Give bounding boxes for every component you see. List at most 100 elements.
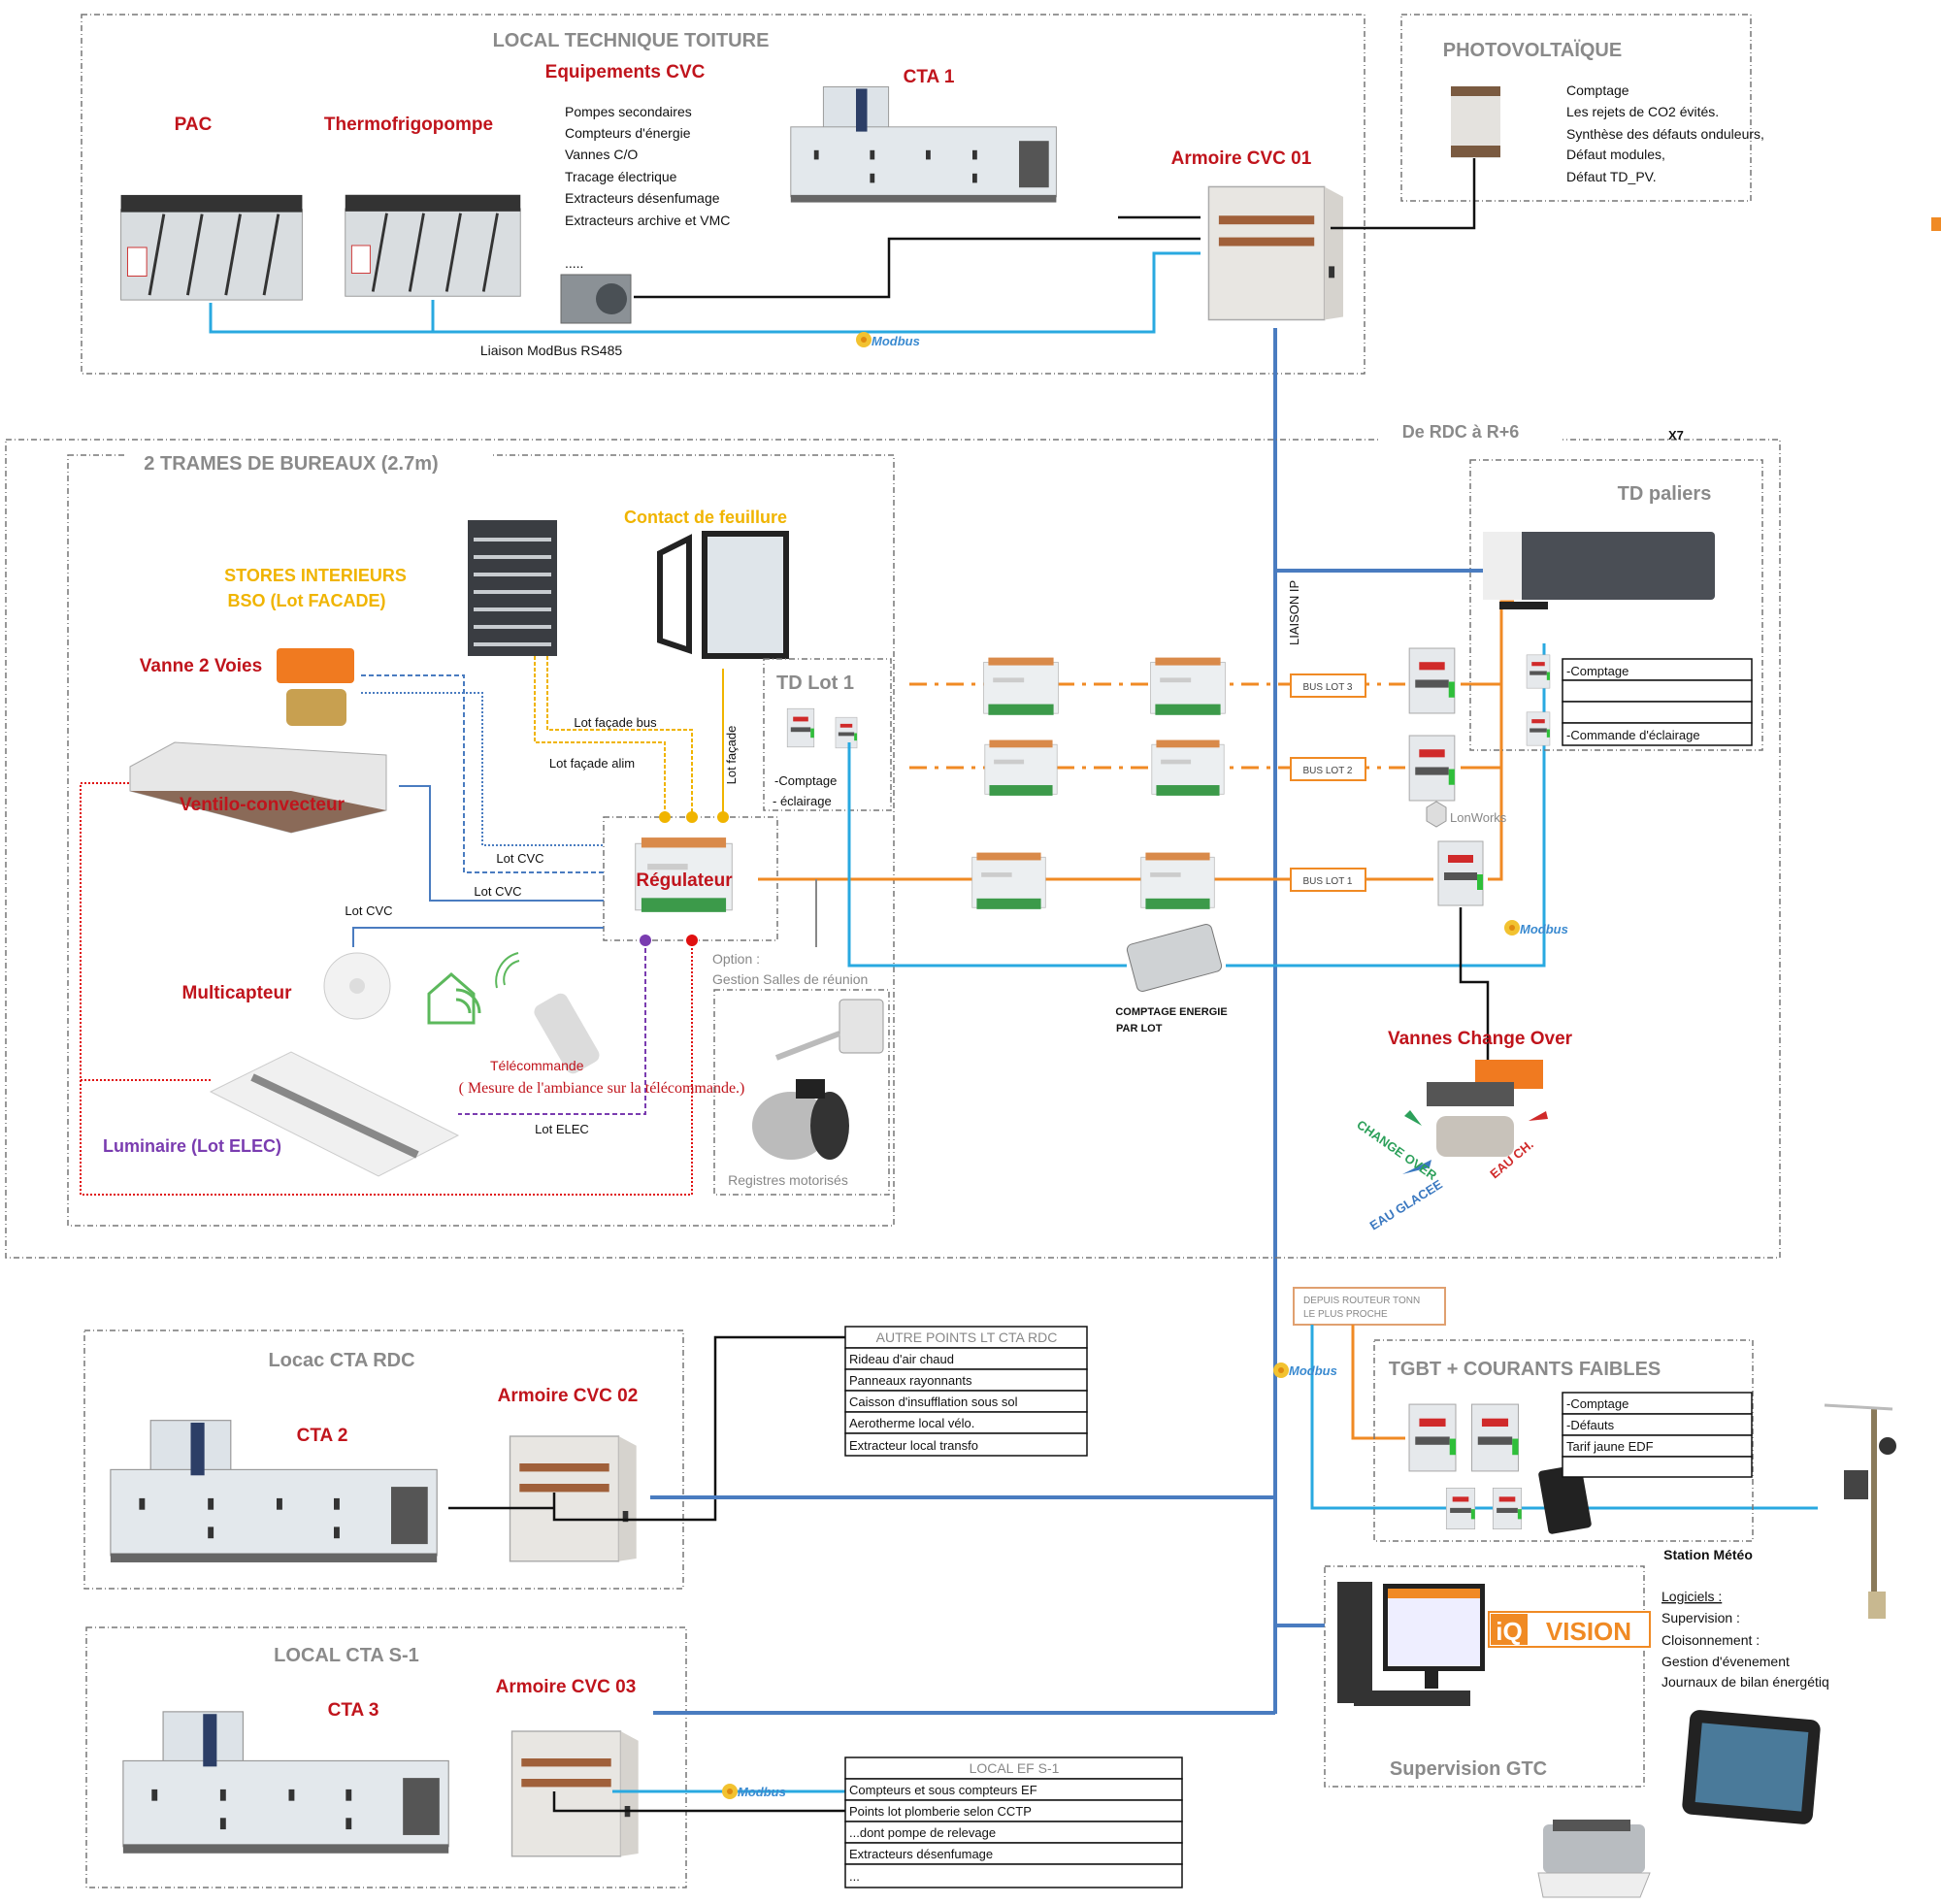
registres-label: Registres motorisés bbox=[728, 1172, 848, 1188]
liaison-modbus-label: Liaison ModBus RS485 bbox=[480, 343, 623, 358]
photovoltaique-box bbox=[1400, 14, 1752, 202]
list-item: Tracage électrique bbox=[565, 169, 677, 184]
luminaire-image bbox=[209, 1051, 460, 1177]
table-row: Compteurs et sous compteurs EF bbox=[849, 1783, 1037, 1797]
table-header: LOCAL EF S-1 bbox=[970, 1760, 1060, 1776]
modbus-logo: Modbus bbox=[1273, 1362, 1337, 1378]
extracteur-image bbox=[560, 274, 632, 324]
modbus-tgbt-line bbox=[1310, 1325, 1818, 1510]
table-row: Tarif jaune EDF bbox=[1566, 1439, 1654, 1454]
list-item: Extracteurs archive et VMC bbox=[565, 213, 730, 228]
armoire-cvc02-image bbox=[509, 1435, 638, 1562]
pv-device-image bbox=[1451, 86, 1500, 158]
logiciels-label: Logiciels : bbox=[1661, 1589, 1722, 1604]
multicapteur-label: Multicapteur bbox=[182, 983, 293, 1003]
vanne-wiring bbox=[361, 674, 604, 873]
armoire-cvc01-label: Armoire CVC 01 bbox=[1171, 148, 1312, 169]
local-technique-toiture-box bbox=[81, 14, 1365, 375]
armoire-cvc01-image bbox=[1207, 185, 1344, 321]
telecommande-label: Télécommande bbox=[490, 1058, 584, 1073]
facade-bus-wiring bbox=[534, 656, 693, 817]
tgbt-router bbox=[1408, 1403, 1457, 1472]
vannes-change-over-label: Vannes Change Over bbox=[1388, 1029, 1573, 1049]
cta2-label: CTA 2 bbox=[297, 1426, 348, 1446]
table-row: Caisson d'insufflation sous sol bbox=[849, 1395, 1018, 1409]
local-cta-s1-title: LOCAL CTA S-1 bbox=[274, 1645, 419, 1666]
mesure-ambiance-note: ( Mesure de l'ambiance sur la télécomman… bbox=[459, 1080, 745, 1097]
change-over-label: CHANGE OVER bbox=[1354, 1117, 1439, 1183]
lot-cvc-label: Lot CVC bbox=[345, 903, 392, 918]
table-row: -Comptage bbox=[1566, 664, 1628, 678]
list-item: ..... bbox=[565, 255, 583, 271]
table-row: Points lot plomberie selon CCTP bbox=[849, 1804, 1032, 1819]
sarah-wifi-icon bbox=[427, 972, 481, 1025]
autre-points-table: AUTRE POINTS LT CTA RDC Rideau d'air cha… bbox=[844, 1326, 1088, 1457]
tgbt-box bbox=[1373, 1339, 1754, 1542]
pv-wiring bbox=[1331, 158, 1476, 230]
ventilo-convecteur-label: Ventilo-convecteur bbox=[180, 795, 345, 815]
td-lot1-meter bbox=[786, 707, 815, 748]
wireless-waves-icon bbox=[495, 952, 520, 989]
td-lot1-box bbox=[763, 658, 892, 811]
svg-text:LonWorks: LonWorks bbox=[1450, 810, 1507, 825]
multicapteur-wiring bbox=[352, 927, 604, 947]
table-row: Aerotherme local vélo. bbox=[849, 1416, 974, 1430]
bus-lot3-box: BUS LOT 3 bbox=[1290, 673, 1366, 698]
floors-multiplier: X7 bbox=[1668, 428, 1684, 443]
lot-facade-label: Lot façade bbox=[724, 726, 739, 785]
pv-list: Comptage Les rejets de CO2 évités. Synth… bbox=[1566, 82, 1764, 184]
td-paliers-meter bbox=[1526, 711, 1551, 746]
lonworks-tgbt-line bbox=[1351, 1325, 1405, 1440]
compteur-energie-image bbox=[1126, 924, 1223, 992]
svg-text:Modbus: Modbus bbox=[1520, 922, 1568, 936]
option-description: Gestion Salles de réunion bbox=[712, 971, 868, 987]
svg-text:VISION: VISION bbox=[1546, 1617, 1631, 1646]
svg-text:BUS LOT 1: BUS LOT 1 bbox=[1303, 876, 1353, 887]
tablet-image bbox=[1682, 1710, 1821, 1824]
tgbt-router bbox=[1470, 1403, 1520, 1472]
station-meteo-image bbox=[1824, 1403, 1896, 1619]
pac-label: PAC bbox=[175, 115, 213, 135]
eclairage-wiring bbox=[80, 782, 693, 1196]
list-item: Journaux de bilan énergétiq bbox=[1661, 1674, 1829, 1690]
td-paliers-table: -Comptage -Commande d'éclairage bbox=[1562, 658, 1753, 746]
svg-text:Modbus: Modbus bbox=[1289, 1363, 1337, 1378]
tgbt-meter bbox=[1492, 1487, 1523, 1530]
armoire-cvc02-label: Armoire CVC 02 bbox=[498, 1386, 639, 1406]
supervision-gtc-box bbox=[1324, 1565, 1645, 1788]
td-lot1-item: -Comptage bbox=[774, 773, 837, 788]
table-row: Panneaux rayonnants bbox=[849, 1373, 972, 1388]
list-item: Comptage bbox=[1566, 82, 1629, 98]
option-salles-box bbox=[713, 989, 890, 1196]
list-item: Extracteurs désenfumage bbox=[565, 190, 720, 206]
io-module bbox=[1151, 739, 1225, 797]
lot-cvc-label: Lot CVC bbox=[474, 884, 521, 899]
cta3-label: CTA 3 bbox=[328, 1700, 379, 1721]
table-row: Extracteurs désenfumage bbox=[849, 1847, 993, 1861]
stores-label-2: BSO (Lot FACADE) bbox=[228, 591, 386, 610]
lonworks-router bbox=[1408, 647, 1456, 714]
gateway-image bbox=[1538, 1464, 1592, 1534]
eau-glacee-label: EAU GLACEE bbox=[1367, 1176, 1446, 1232]
svg-text:LE PLUS PROCHE: LE PLUS PROCHE bbox=[1303, 1309, 1388, 1320]
photovoltaique-title: PHOTOVOLTAÏQUE bbox=[1443, 39, 1622, 61]
svg-text:Modbus: Modbus bbox=[738, 1785, 786, 1799]
td-paliers-meter bbox=[1526, 654, 1551, 689]
table-row: -Commande d'éclairage bbox=[1566, 728, 1700, 742]
td-paliers-title: TD paliers bbox=[1618, 483, 1712, 505]
table-row: ...dont pompe de relevage bbox=[849, 1825, 996, 1840]
modbus-rs485-line bbox=[209, 251, 1201, 334]
td-lot1-meter bbox=[835, 716, 858, 749]
locac-cta-rdc-box bbox=[83, 1330, 684, 1590]
local-technique-title: LOCAL TECHNIQUE TOITURE bbox=[493, 30, 770, 51]
modbus-logo: Modbus bbox=[722, 1784, 786, 1799]
vanne-change-over-image bbox=[1402, 1060, 1548, 1174]
local-cta-s1-box bbox=[85, 1626, 687, 1888]
table-row: -Défauts bbox=[1566, 1418, 1615, 1432]
svg-text:Modbus: Modbus bbox=[872, 334, 920, 348]
printer-image bbox=[1537, 1820, 1651, 1898]
tgbt-title: TGBT + COURANTS FAIBLES bbox=[1389, 1359, 1661, 1380]
